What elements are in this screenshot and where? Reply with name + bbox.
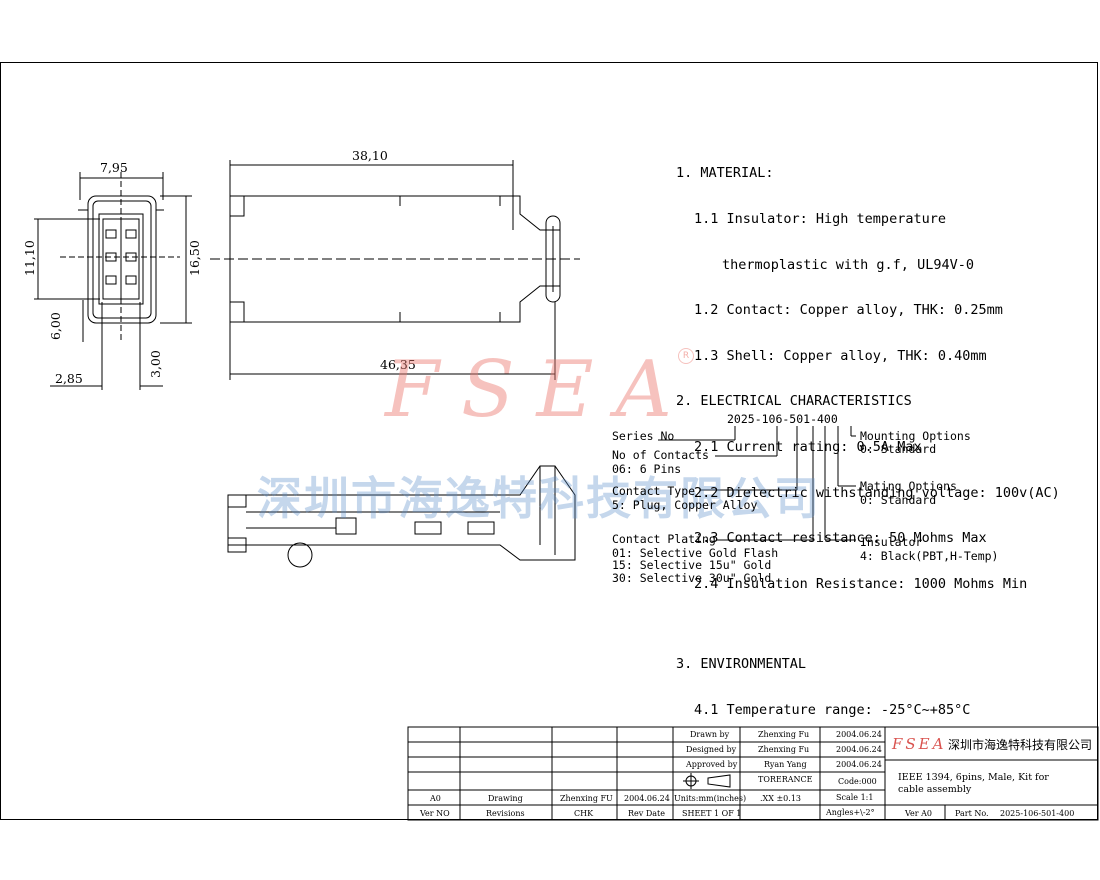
mounting-options-label: Mounting Options	[860, 429, 971, 443]
rev-by: Zhenxing FU	[560, 794, 613, 803]
version-label: Ver A0	[905, 809, 933, 818]
header-chk: CHK	[574, 809, 594, 818]
drawn-by-name: Zhenxing Fu	[758, 730, 810, 739]
scale-label: Scale 1:1	[836, 793, 874, 802]
plating-option-15: 15: Selective 15u" Gold	[612, 558, 772, 572]
designed-by-name: Zhenxing Fu	[758, 745, 810, 754]
mating-options-label: Mating Options	[860, 479, 957, 493]
spec-current: 2.1 Current rating: 0.5A Max	[694, 439, 922, 456]
spec-insulator-cont: thermoplastic with g.f, UL94V-0	[722, 256, 974, 273]
angles-label: Angles+\-2°	[826, 808, 875, 817]
contact-type-value: 5: Plug, Copper Alloy	[612, 498, 758, 512]
spec-material-heading: 1. MATERIAL:	[676, 165, 774, 182]
description-line-1: IEEE 1394, 6pins, Male, Kit for	[898, 772, 1049, 783]
description-line-2: cable assembly	[898, 784, 972, 795]
dim-2-85: 2,85	[55, 371, 83, 386]
tolerance-value: .XX ±0.13	[760, 794, 801, 803]
units-label: Units:mm(inches)	[674, 794, 747, 803]
part-no-label: Part No.	[955, 809, 989, 818]
contacts-label: No of Contacts	[612, 448, 709, 462]
dim-length-46-35: 46,35	[380, 357, 416, 372]
contact-plating-label: Contact Plating	[612, 532, 716, 546]
sheet-label: SHEET 1 OF 1	[682, 809, 742, 818]
specifications-notes: 1. MATERIAL: 1.1 Insulator: High tempera…	[676, 136, 1060, 733]
spec-shell: 1.3 Shell: Copper alloy, THK: 0.40mm	[694, 347, 987, 364]
header-revisions: Revisions	[486, 809, 525, 818]
part-number-leaders	[658, 426, 856, 541]
title-block-grid	[407, 726, 1099, 821]
designed-by-date: 2004.06.24	[836, 745, 882, 754]
dim-height-11-10: 11,10	[22, 240, 37, 276]
approved-by-name: Ryan Yang	[764, 760, 807, 769]
plating-option-30: 30: Selective 30u" Gold	[612, 571, 772, 585]
tolerance-label: TORERANCE	[758, 775, 813, 784]
approved-by-date: 2004.06.24	[836, 760, 882, 769]
part-no-value: 2025-106-501-400	[1000, 809, 1075, 818]
dim-3-00: 3,00	[148, 350, 163, 378]
spec-dielectric: 2.2 Dielectric withstanding voltage: 100…	[694, 484, 1060, 501]
code-label: Code:000	[838, 777, 877, 786]
rev-a0: A0	[430, 794, 441, 803]
header-rev-date: Rev Date	[628, 809, 665, 818]
approved-by-label: Approved by	[686, 760, 738, 769]
spec-insulation-resistance: 2.4 Insulation Resistance: 1000 Mohms Mi…	[694, 575, 1028, 592]
mounting-options-value: 0: Standard	[860, 442, 937, 456]
company-watermark: 深圳市海逸特科技有限公司	[257, 472, 822, 525]
part-number-code: 2025-106-501-400	[727, 412, 838, 426]
title-block-company: 深圳市海逸特科技有限公司	[948, 738, 1093, 752]
contact-type-label: Contact Type	[612, 484, 696, 498]
spec-insulator: 1.1 Insulator: High temperature	[694, 211, 946, 228]
spec-contact: 1.2 Contact: Copper alloy, THK: 0.25mm	[694, 302, 1003, 319]
rev-drawing: Drawing	[488, 794, 523, 803]
spec-temperature: 4.1 Temperature range: -25°C~+85°C	[694, 701, 971, 718]
front-view	[34, 172, 192, 390]
contacts-value: 06: 6 Pins	[612, 462, 682, 476]
insulator-option-value: 4: Black(PBT,H-Temp)	[860, 549, 999, 563]
drawn-by-label: Drawn by	[690, 730, 730, 739]
spec-environmental-heading: 3. ENVIRONMENTAL	[676, 655, 807, 672]
mating-options-value: 0: Standard	[860, 493, 937, 507]
header-ver-no: Ver NO	[420, 809, 450, 818]
dim-height-16-50: 16,50	[187, 240, 202, 276]
dim-length-38-10: 38,10	[352, 148, 388, 163]
series-no-label: Series No	[612, 429, 675, 443]
side-view-top	[210, 160, 580, 380]
dim-width-front: 7,95	[100, 160, 128, 175]
rev-date: 2004.06.24	[624, 794, 670, 803]
spec-contact-resistance: 2.3 Contact resistance: 50 Mohms Max	[694, 530, 987, 547]
registered-mark: R	[678, 348, 694, 364]
title-block-logo: FSEA	[892, 735, 947, 753]
plating-option-01: 01: Selective Gold Flash	[612, 546, 779, 560]
spec-electrical-heading: 2. ELECTRICAL CHARACTERISTICS	[676, 393, 912, 410]
side-view-bottom	[227, 465, 576, 568]
drawn-by-date: 2004.06.24	[836, 730, 882, 739]
insulator-option-label: Insulator	[860, 535, 923, 549]
designed-by-label: Designed by	[686, 745, 737, 754]
dim-6-00: 6,00	[48, 312, 63, 340]
fsea-watermark-logo: FSEA	[385, 345, 694, 435]
